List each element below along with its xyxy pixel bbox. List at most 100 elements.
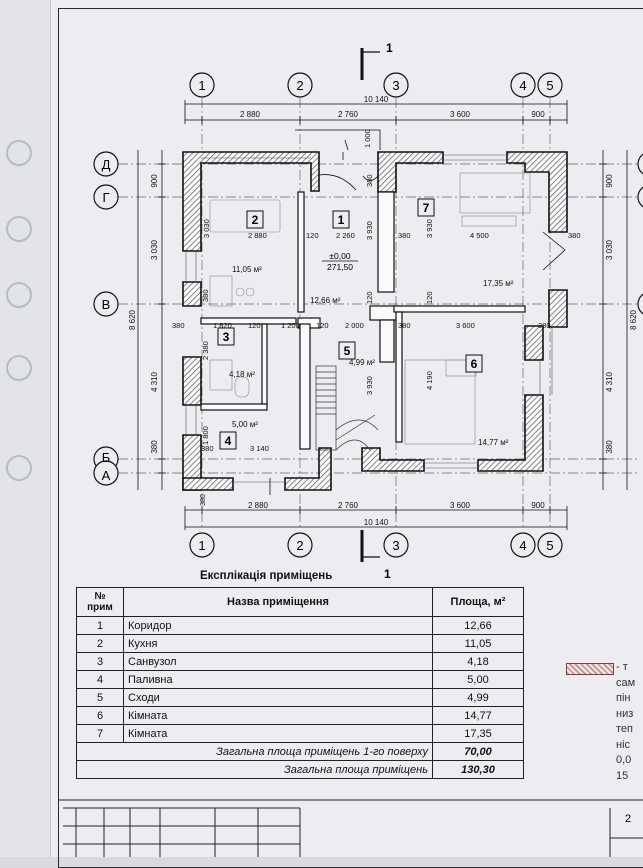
section-mark-bottom: 1 — [360, 530, 391, 581]
side-note: - т сам пін низ теп ніс 0,0 15 — [616, 660, 635, 784]
section-mark-label: 1 — [386, 41, 393, 55]
room-number: 2 — [252, 213, 259, 227]
axis-bubbles-top: 1 2 3 4 5 — [189, 72, 563, 98]
row-number: 6 — [76, 706, 124, 725]
legend-hatch-swatch — [566, 663, 614, 675]
row-name: Кухня — [123, 634, 433, 653]
axis-label: Б — [102, 450, 111, 465]
total-value: 130,30 — [432, 760, 524, 779]
dimension-text: 380 — [150, 440, 159, 454]
room-area: 12,66 м² — [310, 296, 341, 305]
row-name: Кімната — [123, 724, 433, 743]
axis-label: 2 — [296, 78, 303, 93]
interior-walls — [200, 191, 526, 450]
side-note-line: ніс — [616, 738, 631, 751]
room-number: 1 — [338, 213, 345, 227]
row-area: 14,77 — [432, 706, 524, 725]
dimension-text: 3 600 — [450, 501, 471, 510]
windows — [185, 154, 553, 483]
inner-dim: 3 930 — [425, 219, 434, 238]
side-note-line: 15 — [616, 769, 629, 782]
dimension-text: 380 — [605, 440, 614, 454]
side-note-line: сам — [616, 676, 636, 689]
axis-label: Г — [102, 190, 109, 205]
inner-dimensions: 2 880 120 2 260 380 4 500 380 1 820 120 … — [172, 129, 581, 453]
row-number: 4 — [76, 670, 124, 689]
dimension-lines-bottom — [184, 506, 568, 530]
side-note-line: низ — [616, 707, 634, 720]
inner-dim: 380 — [172, 321, 185, 330]
inner-dim: 3 140 — [250, 444, 269, 453]
dimension-text: 900 — [531, 501, 545, 510]
side-note-line: пін — [616, 692, 631, 704]
inner-dim: 380 — [568, 231, 581, 240]
axis-label: 1 — [198, 538, 205, 553]
inner-dim: 120 — [425, 291, 434, 304]
exterior-walls — [182, 151, 568, 491]
dimension-text: 3 600 — [450, 110, 471, 119]
binding-strip — [0, 0, 51, 857]
inner-dim: 3 930 — [365, 376, 374, 395]
room-area: 14,77 м² — [478, 438, 509, 447]
axis-label: 3 — [392, 538, 399, 553]
dimension-text: 10 140 — [364, 95, 389, 104]
room-number: 5 — [344, 344, 351, 358]
inner-dim: 2 880 — [248, 231, 267, 240]
room-area: 4,18 м² — [229, 370, 255, 379]
inner-dim: 120 — [316, 321, 329, 330]
row-name: Сходи — [123, 688, 433, 707]
inner-dim: 1 820 — [213, 321, 232, 330]
inner-dim: 2 000 — [345, 321, 364, 330]
header-number: № прим — [76, 587, 124, 617]
binding-ring — [6, 455, 32, 481]
row-number: 5 — [76, 688, 124, 707]
inner-dim: 3 030 — [202, 219, 211, 238]
dimension-text-top: 10 140 2 880 2 760 3 600 900 — [240, 95, 545, 119]
section-mark-label: 1 — [384, 567, 391, 581]
side-note-line: - т — [616, 661, 628, 673]
inner-dim: 380 — [398, 321, 411, 330]
dimension-text: 2 760 — [338, 501, 359, 510]
header-name: Назва приміщення — [123, 587, 433, 617]
axis-label: А — [102, 468, 111, 483]
row-area: 4,99 — [432, 688, 524, 707]
title-block-lines — [58, 799, 643, 857]
section-mark-top: 1 — [360, 41, 393, 80]
dimension-text: 2 760 — [338, 110, 359, 119]
axis-label: 4 — [519, 78, 526, 93]
inner-dim: 380 — [398, 231, 411, 240]
row-number: 7 — [76, 724, 124, 743]
binding-ring — [6, 355, 32, 381]
dimension-lines-top — [184, 100, 568, 124]
axis-label: Д — [102, 157, 111, 172]
header-area: Площа, м² — [432, 587, 524, 617]
total-label: Загальна площа приміщень — [76, 760, 433, 779]
dimension-text: 10 140 — [364, 518, 389, 527]
dimension-lines-left — [137, 150, 166, 490]
axis-bubbles-bottom: 1 2 3 4 5 — [189, 532, 563, 558]
staircase — [315, 365, 379, 451]
total-floor-value: 70,00 — [432, 742, 524, 761]
inner-dim: 380 — [365, 174, 374, 187]
dimension-text: 900 — [605, 174, 614, 188]
inner-dim: 120 — [365, 291, 374, 304]
room-area: 5,00 м² — [232, 420, 258, 429]
dimension-text: 3 030 — [150, 239, 159, 260]
dimension-text: 900 — [150, 174, 159, 188]
row-area: 17,35 — [432, 724, 524, 743]
dimension-text: 8 620 — [128, 309, 137, 330]
row-number: 2 — [76, 634, 124, 653]
axis-label: 2 — [296, 538, 303, 553]
dimension-text-bottom: 2 880 2 760 3 600 900 10 140 380 — [200, 494, 545, 527]
level-mark-value: ±0,00 — [329, 251, 350, 261]
room-area: 11,05 м² — [232, 265, 262, 274]
